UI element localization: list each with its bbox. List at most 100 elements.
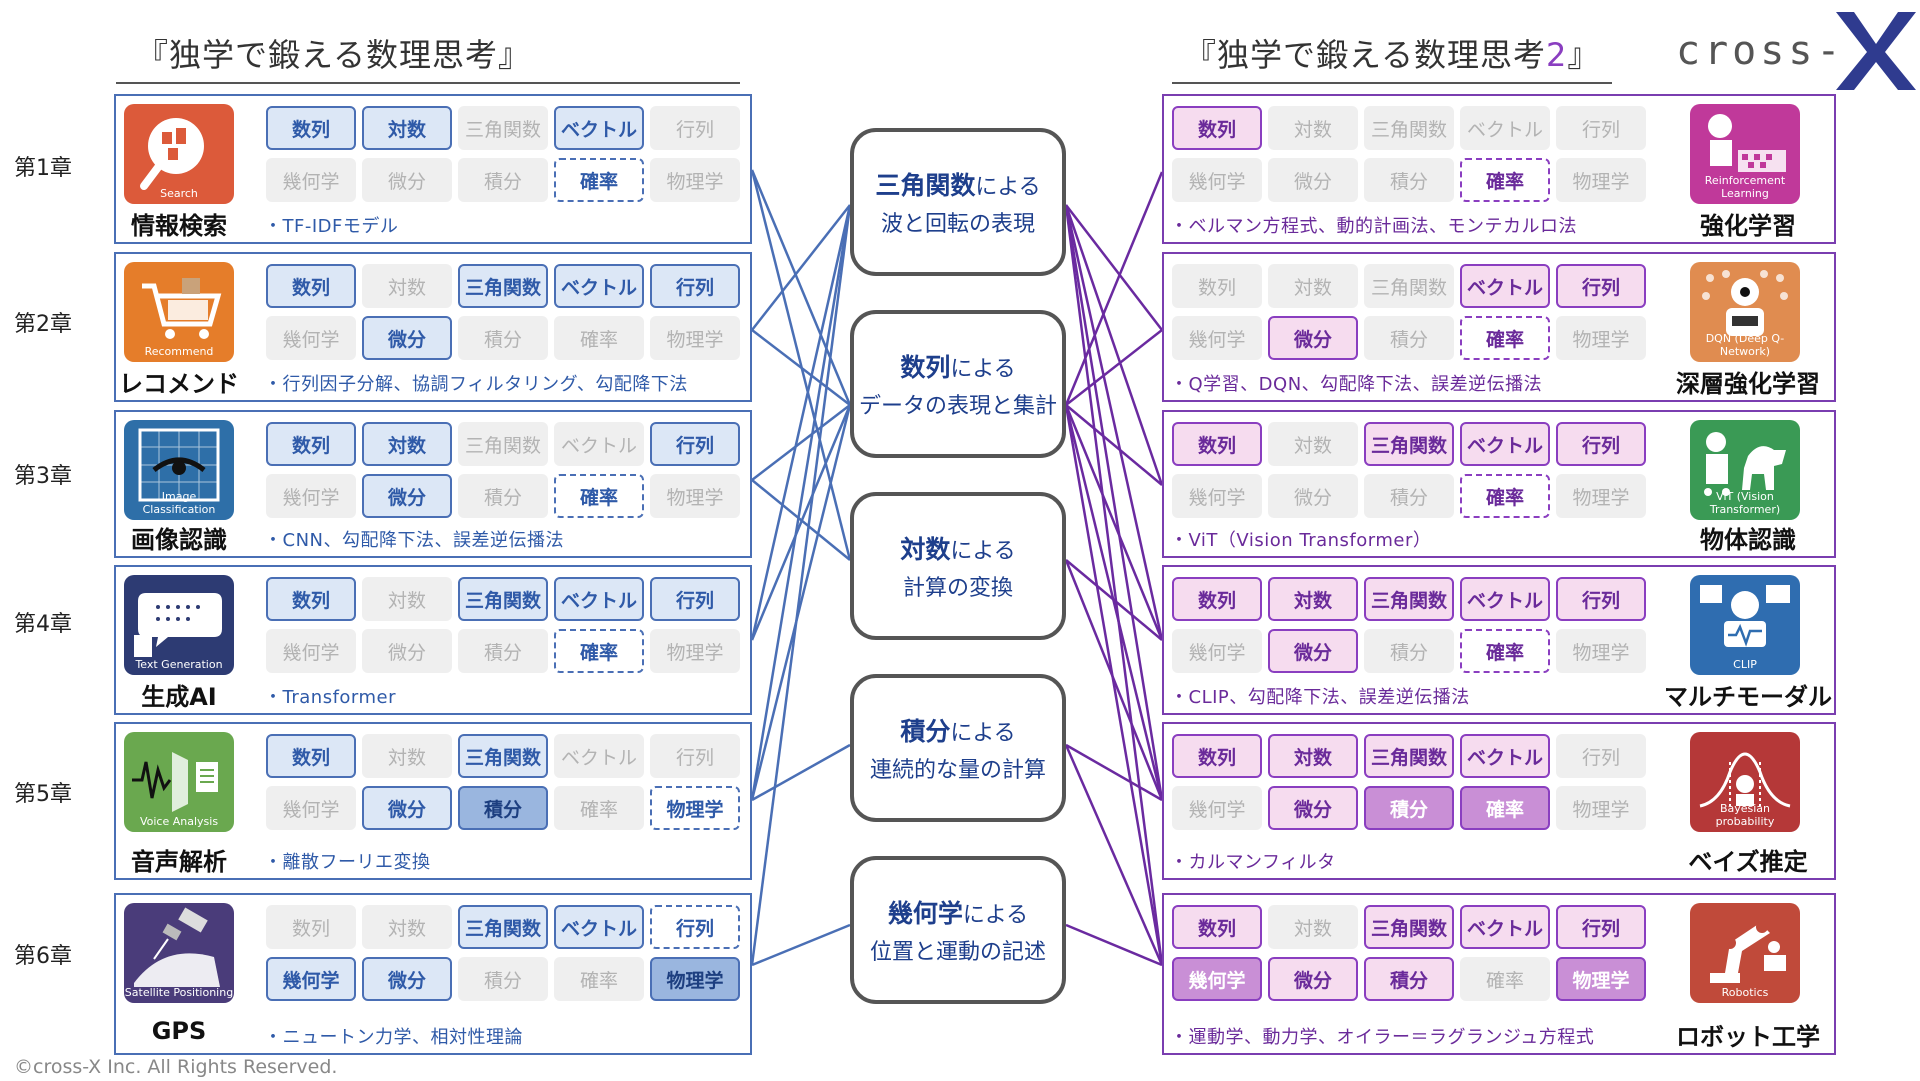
- topic-name: マルチモーダル: [1664, 683, 1832, 711]
- chip-微分: 微分: [362, 957, 452, 1001]
- center-box-suffix: による: [950, 539, 1016, 564]
- right-panel-3: ViT (Vision Transformer)物体認識数列対数三角関数ベクトル…: [1162, 410, 1836, 558]
- topic-name: GPS: [151, 1017, 207, 1045]
- chip-行列: 行列: [650, 106, 740, 150]
- icon-caption: Voice Analysis: [139, 815, 219, 828]
- chip-物理学: 物理学: [1556, 316, 1646, 360]
- chip-確率: 確率: [1460, 316, 1550, 360]
- chip-積分: 積分: [1364, 158, 1454, 202]
- chip-微分: 微分: [1268, 474, 1358, 518]
- chip-行列: 行列: [1556, 106, 1646, 150]
- right-panel-2: DQN (Deep Q-Network)深層強化学習数列対数三角関数ベクトル行列…: [1162, 252, 1836, 402]
- center-box-description: 位置と運動の記述: [869, 940, 1046, 965]
- chip-数列: 数列: [266, 577, 356, 621]
- chip-物理学: 物理学: [650, 957, 740, 1001]
- chip-積分: 積分: [1364, 474, 1454, 518]
- chip-対数: 対数: [1268, 577, 1358, 621]
- icon-caption: DQN (Deep Q-Network): [1705, 332, 1785, 358]
- chip-数列: 数列: [1172, 106, 1262, 150]
- left-title-underline: [116, 82, 740, 84]
- technique-note: ・ベルマン方程式、動的計画法、モンテカルロ法: [1170, 216, 1577, 237]
- right-title-main: 『独学で鍛える数理思考: [1184, 36, 1547, 74]
- right-title-number: 2: [1546, 36, 1568, 74]
- chapter-label-4: 第4章: [14, 612, 72, 637]
- chip-対数: 対数: [1268, 905, 1358, 949]
- chip-ベクトル: ベクトル: [1460, 577, 1550, 621]
- satellite-icon: Satellite Positioning: [124, 903, 234, 1003]
- topic-name: 強化学習: [1700, 212, 1796, 240]
- clip-robot-icon: CLIP: [1690, 575, 1800, 675]
- cross-x-logo: cross-: [1676, 6, 1916, 90]
- topic-name: レコメンド: [119, 370, 239, 398]
- svg-text:cross-: cross-: [1676, 28, 1845, 74]
- icon-caption: Reinforcement Learning: [1704, 174, 1786, 200]
- image-classification-icon: Image Classification: [124, 420, 234, 520]
- chip-積分: 積分: [1364, 957, 1454, 1001]
- chip-対数: 対数: [362, 264, 452, 308]
- chip-積分: 積分: [458, 316, 548, 360]
- chip-微分: 微分: [362, 474, 452, 518]
- chip-幾何学: 幾何学: [266, 786, 356, 830]
- chapter-label-1: 第1章: [14, 156, 72, 181]
- center-box-description: データの表現と集計: [858, 394, 1057, 419]
- center-box-description: 連続的な量の計算: [869, 758, 1046, 783]
- topic-name: 情報検索: [131, 212, 227, 240]
- chip-積分: 積分: [1364, 629, 1454, 673]
- chip-ベクトル: ベクトル: [1460, 734, 1550, 778]
- chip-行列: 行列: [1556, 422, 1646, 466]
- chip-ベクトル: ベクトル: [554, 577, 644, 621]
- icon-caption: Bayesian probability: [1715, 802, 1775, 828]
- right-title-end: 』: [1567, 36, 1601, 74]
- icon-caption: Recommend: [144, 345, 214, 358]
- chip-数列: 数列: [1172, 422, 1262, 466]
- chip-積分: 積分: [458, 474, 548, 518]
- chip-幾何学: 幾何学: [266, 629, 356, 673]
- chip-物理学: 物理学: [650, 629, 740, 673]
- chip-微分: 微分: [1268, 957, 1358, 1001]
- center-box-logarithm: 対数による 計算の変換: [850, 492, 1066, 640]
- chip-対数: 対数: [1268, 422, 1358, 466]
- chip-積分: 積分: [1364, 786, 1454, 830]
- chip-確率: 確率: [1460, 629, 1550, 673]
- technique-note: ・離散フーリエ変換: [264, 852, 431, 873]
- chip-物理学: 物理学: [1556, 629, 1646, 673]
- center-box-description: 計算の変換: [902, 576, 1013, 601]
- chip-行列: 行列: [650, 734, 740, 778]
- chip-ベクトル: ベクトル: [1460, 422, 1550, 466]
- icon-caption: ViT (Vision Transformer): [1709, 490, 1781, 516]
- icon-caption: Robotics: [1721, 986, 1769, 999]
- chip-幾何学: 幾何学: [1172, 786, 1262, 830]
- chip-対数: 対数: [362, 422, 452, 466]
- chip-三角関数: 三角関数: [1364, 577, 1454, 621]
- chip-微分: 微分: [1268, 786, 1358, 830]
- chip-数列: 数列: [1172, 264, 1262, 308]
- icon-caption: Satellite Positioning: [124, 986, 234, 999]
- chip-数列: 数列: [1172, 734, 1262, 778]
- chip-幾何学: 幾何学: [1172, 158, 1262, 202]
- voice-analysis-icon: Voice Analysis: [124, 732, 234, 832]
- chip-対数: 対数: [1268, 264, 1358, 308]
- chip-行列: 行列: [1556, 264, 1646, 308]
- chip-確率: 確率: [554, 316, 644, 360]
- topic-name: 音声解析: [131, 848, 227, 876]
- chapter-label-3: 第3章: [14, 464, 72, 489]
- technique-note: ・ViT（Vision Transformer）: [1170, 530, 1432, 551]
- robot-chess-icon: Reinforcement Learning: [1690, 104, 1800, 204]
- technique-note: ・CLIP、勾配降下法、誤差逆伝播法: [1170, 687, 1470, 708]
- chip-数列: 数列: [266, 734, 356, 778]
- center-box-sequence: 数列による データの表現と集計: [850, 310, 1066, 458]
- icon-caption: Image Classification: [142, 490, 216, 516]
- chip-積分: 積分: [458, 957, 548, 1001]
- chip-幾何学: 幾何学: [266, 957, 356, 1001]
- chip-対数: 対数: [362, 577, 452, 621]
- right-title-underline: [1172, 82, 1612, 84]
- technique-note: ・Q学習、DQN、勾配降下法、誤差逆伝播法: [1170, 374, 1543, 395]
- chip-積分: 積分: [458, 629, 548, 673]
- chip-数列: 数列: [1172, 577, 1262, 621]
- chip-ベクトル: ベクトル: [1460, 106, 1550, 150]
- chip-確率: 確率: [1460, 474, 1550, 518]
- shopping-cart-icon: Recommend: [124, 262, 234, 362]
